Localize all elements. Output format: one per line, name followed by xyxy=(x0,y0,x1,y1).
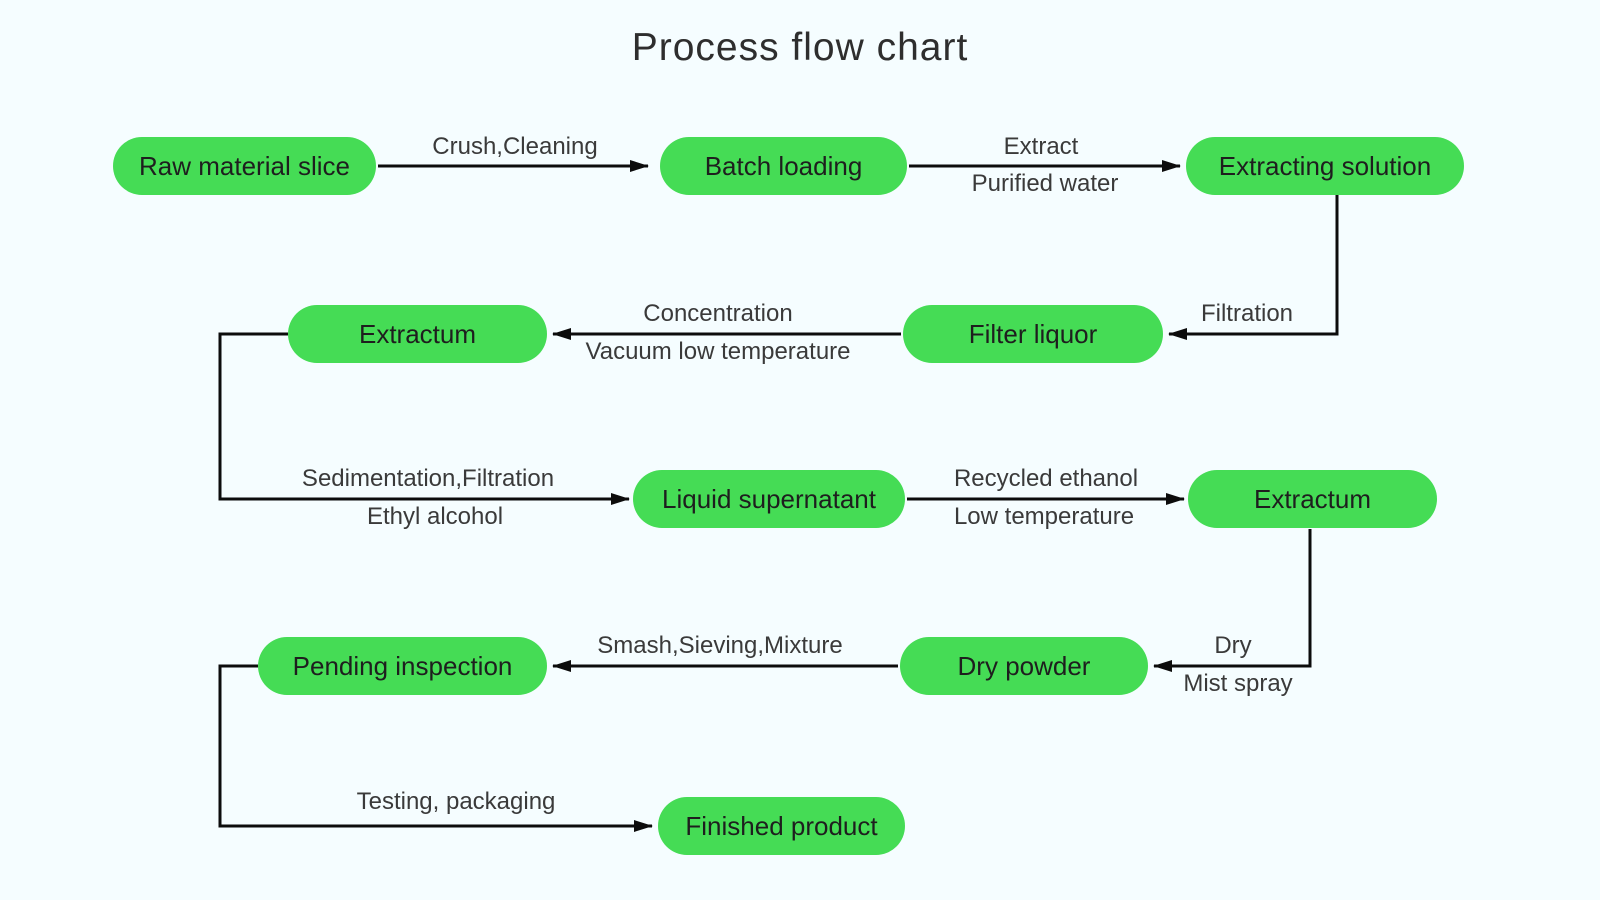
edge-label-concentration: Concentration xyxy=(643,300,793,327)
edge-label-extract: Extract xyxy=(1003,133,1079,160)
edge-label-smash-sieving-mixture: Smash,Sieving,Mixture xyxy=(597,632,843,659)
node-batch-loading: Batch loading xyxy=(660,137,907,195)
edge-label-testing-packaging: Testing, packaging xyxy=(356,788,556,815)
edge-dry-mist-spray xyxy=(1153,529,1312,672)
edge-label-vacuum-low-temperature: Vacuum low temperature xyxy=(585,338,851,365)
node-raw-material-slice: Raw material slice xyxy=(113,137,376,195)
node-finished-product: Finished product xyxy=(658,797,905,855)
edge-label-dry: Dry xyxy=(1214,632,1252,659)
edge-label-crush-cleaning: Crush,Cleaning xyxy=(432,133,598,160)
node-pending-inspection: Pending inspection xyxy=(258,637,547,695)
chart-title: Process flow chart xyxy=(631,26,969,69)
edge-label-mist-spray: Mist spray xyxy=(1183,670,1293,697)
edge-testing-packaging xyxy=(218,664,653,832)
edge-label-recycled-ethanol: Recycled ethanol xyxy=(953,465,1139,492)
edge-sedimentation xyxy=(218,332,630,505)
edge-label-filtration: Filtration xyxy=(1200,300,1294,327)
edge-filtration xyxy=(1168,195,1339,340)
edge-label-low-temperature: Low temperature xyxy=(953,503,1135,530)
edge-label-ethyl-alcohol: Ethyl alcohol xyxy=(366,503,504,530)
edge-label-purified-water: Purified water xyxy=(971,170,1119,197)
node-filter-liquor: Filter liquor xyxy=(903,305,1163,363)
node-extracting-solution: Extracting solution xyxy=(1186,137,1464,195)
node-liquid-supernatant: Liquid supernatant xyxy=(633,470,905,528)
node-extractum-2: Extractum xyxy=(1188,470,1437,528)
edge-label-sedimentation-filtration: Sedimentation,Filtration xyxy=(301,465,555,492)
node-extractum-1: Extractum xyxy=(288,305,547,363)
node-dry-powder: Dry powder xyxy=(900,637,1148,695)
